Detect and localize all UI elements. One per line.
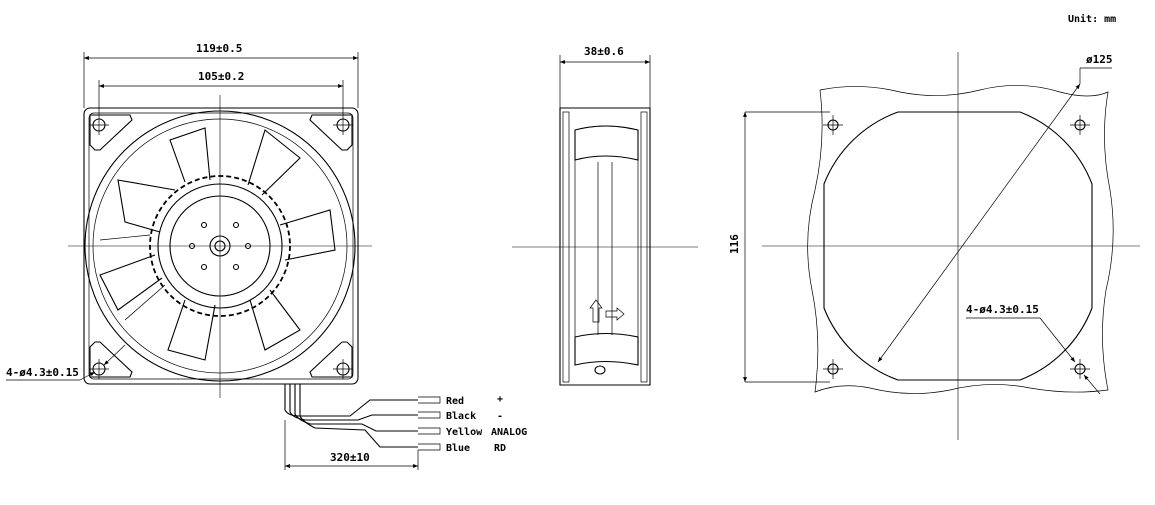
cutout-view: ø125 116 4-ø4.3±0.15 xyxy=(728,52,1140,440)
hole-pitch-dimension: 105±0.2 xyxy=(198,70,244,83)
cutout-mount-hole-callout: 4-ø4.3±0.15 xyxy=(966,303,1039,316)
wire-red-color: Red xyxy=(446,396,464,407)
mount-holes xyxy=(89,115,353,379)
front-view: 119±0.5 105±0.2 4-ø4.3±0.15 320±10 Red xyxy=(6,42,527,470)
wire-yellow-function: ANALOG xyxy=(491,427,527,438)
cutout-diameter-dimension: ø125 xyxy=(1086,53,1113,66)
wire-black-color: Black xyxy=(446,411,476,422)
lead-wires xyxy=(284,384,441,451)
cutout-mount-holes xyxy=(823,115,1090,379)
fan-hub xyxy=(149,175,291,317)
wire-blue-function: RD xyxy=(494,443,506,454)
fan-blades xyxy=(99,127,336,361)
front-mount-hole-callout: 4-ø4.3±0.15 xyxy=(6,366,79,379)
wire-red-function: + xyxy=(497,394,503,405)
unit-label: Unit: mm xyxy=(1068,13,1116,25)
wire-black-function: - xyxy=(497,411,503,422)
lead-length-dimension: 320±10 xyxy=(330,451,370,464)
wire-yellow-color: Yellow xyxy=(446,427,483,438)
wire-blue-color: Blue xyxy=(446,443,470,454)
cutout-height-dimension: 116 xyxy=(728,234,741,254)
side-view: 38±0.6 xyxy=(512,45,698,386)
corner-brackets xyxy=(89,114,353,378)
depth-dimension: 38±0.6 xyxy=(584,45,624,58)
overall-width-dimension: 119±0.5 xyxy=(196,42,242,55)
